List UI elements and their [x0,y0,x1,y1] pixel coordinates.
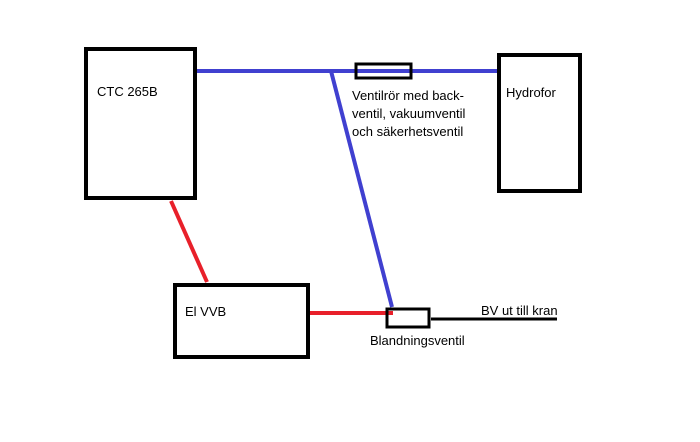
blandningsventil-box [385,307,431,329]
ventilror-label-line-1: Ventilrör med back- [352,88,464,103]
hydrofor-box [497,53,582,193]
el-vvb-label: El VVB [185,304,226,319]
ctc-265b-box [84,47,197,200]
el-vvb-box [173,283,310,359]
hydrofor-label: Hydrofor [506,85,557,100]
ctc-label: CTC 265B [97,84,158,99]
blandningsventil-label: Blandningsventil [370,333,465,348]
bv-out-label: BV ut till kran [481,303,558,318]
hot-water-pipe-ctc-to-vvb [169,200,209,283]
ventilror-label-line-3: och säkerhetsventil [352,124,463,139]
ventilror-valve-box [354,62,413,80]
cold-water-branch-pipe [329,70,394,308]
ventilror-label-line-2: ventil, vakuumventil [352,106,466,121]
